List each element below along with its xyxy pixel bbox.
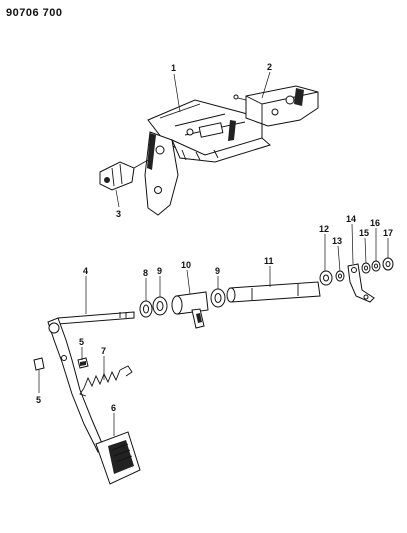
- nut-17: [382, 257, 394, 271]
- lever-plate-14: [347, 263, 375, 303]
- callout-4: 4: [83, 266, 88, 276]
- callout-7: 7: [101, 346, 106, 356]
- callouts: 1 2 3 4 5 5 6 7 8 9 9 10 11 12 13 14 15 …: [36, 62, 393, 413]
- callout-2: 2: [267, 62, 272, 72]
- bushing: [139, 300, 153, 318]
- pedal-support-bracket: [144, 99, 272, 216]
- callout-3: 3: [116, 209, 121, 219]
- bushing-right: [210, 288, 226, 308]
- callout-10: 10: [181, 260, 191, 270]
- washer-15: [361, 262, 371, 274]
- bushing-12: [319, 270, 333, 286]
- callout-8: 8: [143, 268, 148, 278]
- callout-11: 11: [264, 256, 274, 266]
- callout-14: 14: [346, 214, 356, 224]
- callout-6: 6: [111, 403, 116, 413]
- callout-15: 15: [359, 228, 369, 238]
- stopper-b: [33, 357, 45, 371]
- callout-9b: 9: [215, 266, 220, 276]
- stopper-a: [77, 357, 89, 369]
- washer-13: [335, 270, 345, 282]
- callout-13: 13: [332, 236, 342, 246]
- leader-lines: [38, 71, 389, 436]
- callout-5a: 5: [79, 337, 84, 347]
- return-spring: [79, 365, 133, 397]
- callout-9a: 9: [157, 266, 162, 276]
- pedal-boss: [171, 291, 209, 329]
- shaft: [226, 281, 321, 303]
- pedal-lever: [47, 317, 141, 485]
- pedal-shaft: [57, 311, 135, 325]
- washer-16: [371, 260, 381, 272]
- mounting-bracket: [233, 85, 319, 127]
- callout-16: 16: [370, 218, 380, 228]
- diagram-code: 90706 700: [6, 7, 63, 19]
- callout-17: 17: [383, 228, 393, 238]
- bushing-left: [152, 296, 168, 316]
- callout-1: 1: [171, 63, 176, 73]
- switch-fitting: [99, 159, 149, 191]
- callout-12: 12: [319, 224, 329, 234]
- callout-5b: 5: [36, 395, 41, 405]
